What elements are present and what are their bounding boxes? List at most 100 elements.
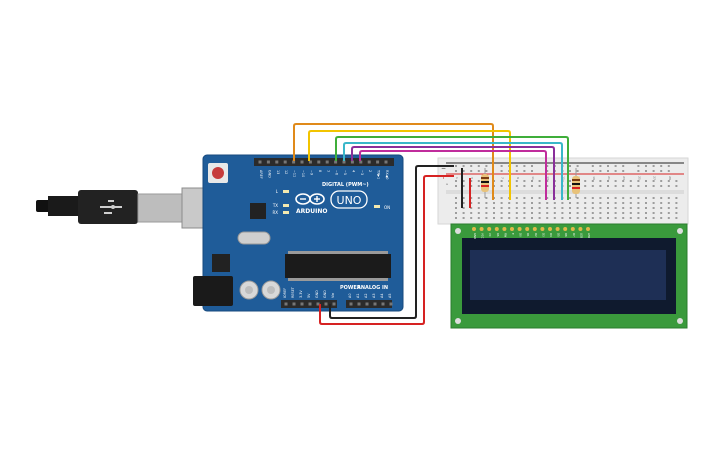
rail-hole[interactable] bbox=[645, 170, 647, 172]
bb-hole[interactable] bbox=[523, 207, 526, 209]
rail-hole[interactable] bbox=[523, 165, 526, 167]
lcd-pin[interactable] bbox=[525, 227, 530, 231]
header-pin[interactable] bbox=[284, 302, 288, 306]
bb-hole[interactable] bbox=[675, 185, 678, 187]
bb-hole[interactable] bbox=[455, 185, 457, 187]
bb-hole[interactable] bbox=[538, 185, 541, 187]
bb-hole[interactable] bbox=[477, 212, 480, 214]
bb-hole[interactable] bbox=[622, 207, 625, 209]
resistor-1[interactable] bbox=[481, 168, 489, 198]
bb-hole[interactable] bbox=[645, 180, 647, 182]
bb-hole[interactable] bbox=[523, 202, 526, 204]
bb-hole[interactable] bbox=[485, 202, 488, 204]
bb-hole[interactable] bbox=[637, 197, 640, 199]
bb-hole[interactable] bbox=[614, 197, 617, 199]
bb-hole[interactable] bbox=[546, 197, 549, 199]
rail-hole[interactable] bbox=[569, 170, 571, 172]
bb-hole[interactable] bbox=[546, 180, 549, 182]
header-pin[interactable] bbox=[308, 160, 312, 164]
bb-hole[interactable] bbox=[660, 185, 663, 187]
rail-hole[interactable] bbox=[645, 165, 647, 167]
rail-hole[interactable] bbox=[652, 165, 655, 167]
header-pin[interactable] bbox=[300, 160, 304, 164]
reset-button-icon[interactable] bbox=[208, 163, 228, 183]
rail-hole[interactable] bbox=[485, 170, 488, 172]
lcd-pin[interactable] bbox=[570, 227, 575, 231]
bb-hole[interactable] bbox=[500, 212, 503, 214]
bb-hole[interactable] bbox=[500, 180, 503, 182]
bb-hole[interactable] bbox=[675, 180, 678, 182]
bb-hole[interactable] bbox=[591, 202, 594, 204]
rail-hole[interactable] bbox=[607, 165, 609, 167]
header-pin[interactable] bbox=[384, 160, 388, 164]
rail-hole[interactable] bbox=[546, 165, 549, 167]
bb-hole[interactable] bbox=[614, 180, 617, 182]
bb-hole[interactable] bbox=[629, 202, 632, 204]
lcd-pin[interactable] bbox=[472, 227, 476, 231]
bb-hole[interactable] bbox=[538, 202, 541, 204]
bb-hole[interactable] bbox=[493, 217, 495, 219]
bb-hole[interactable] bbox=[667, 197, 670, 199]
lcd-pin[interactable] bbox=[502, 227, 507, 231]
bb-hole[interactable] bbox=[614, 202, 617, 204]
header-pin[interactable] bbox=[376, 160, 380, 164]
bb-hole[interactable] bbox=[629, 217, 632, 219]
header-pin[interactable] bbox=[389, 302, 393, 306]
bb-hole[interactable] bbox=[462, 212, 465, 214]
bb-hole[interactable] bbox=[629, 185, 632, 187]
bb-hole[interactable] bbox=[515, 180, 518, 182]
bb-hole[interactable] bbox=[569, 197, 571, 199]
bb-hole[interactable] bbox=[614, 212, 617, 214]
rail-hole[interactable] bbox=[614, 170, 617, 172]
rail-hole[interactable] bbox=[652, 170, 655, 172]
bb-hole[interactable] bbox=[652, 180, 655, 182]
bb-hole[interactable] bbox=[607, 185, 609, 187]
bb-hole[interactable] bbox=[553, 202, 556, 204]
bb-hole[interactable] bbox=[485, 207, 488, 209]
bb-hole[interactable] bbox=[660, 207, 663, 209]
bb-hole[interactable] bbox=[470, 197, 473, 199]
lcd-pin[interactable] bbox=[494, 227, 499, 231]
rail-hole[interactable] bbox=[614, 165, 617, 167]
lcd-pin[interactable] bbox=[517, 227, 522, 231]
bb-hole[interactable] bbox=[576, 202, 579, 204]
bb-hole[interactable] bbox=[515, 197, 518, 199]
bb-hole[interactable] bbox=[599, 197, 602, 199]
bb-hole[interactable] bbox=[584, 180, 587, 182]
bb-hole[interactable] bbox=[652, 185, 655, 187]
bb-hole[interactable] bbox=[531, 217, 533, 219]
bb-hole[interactable] bbox=[645, 185, 647, 187]
header-pin[interactable] bbox=[367, 160, 371, 164]
lcd-pin[interactable] bbox=[548, 227, 552, 231]
lcd-pin[interactable] bbox=[510, 227, 514, 231]
rail-hole[interactable] bbox=[477, 165, 480, 167]
bb-hole[interactable] bbox=[470, 180, 473, 182]
rail-hole[interactable] bbox=[569, 165, 571, 167]
bb-hole[interactable] bbox=[584, 217, 587, 219]
bb-hole[interactable] bbox=[523, 185, 526, 187]
bb-hole[interactable] bbox=[538, 207, 541, 209]
bb-hole[interactable] bbox=[652, 202, 655, 204]
bb-hole[interactable] bbox=[584, 207, 587, 209]
bb-hole[interactable] bbox=[561, 212, 564, 214]
bb-hole[interactable] bbox=[493, 212, 495, 214]
bb-hole[interactable] bbox=[607, 217, 609, 219]
bb-hole[interactable] bbox=[667, 180, 670, 182]
bb-hole[interactable] bbox=[569, 185, 571, 187]
bb-hole[interactable] bbox=[493, 207, 495, 209]
bb-hole[interactable] bbox=[455, 217, 457, 219]
rail-hole[interactable] bbox=[660, 165, 663, 167]
bb-hole[interactable] bbox=[675, 217, 678, 219]
bb-hole[interactable] bbox=[599, 212, 602, 214]
rail-hole[interactable] bbox=[531, 165, 533, 167]
bb-hole[interactable] bbox=[667, 217, 670, 219]
rail-hole[interactable] bbox=[591, 165, 594, 167]
bb-hole[interactable] bbox=[675, 197, 678, 199]
header-pin[interactable] bbox=[275, 160, 279, 164]
bb-hole[interactable] bbox=[584, 197, 587, 199]
bb-hole[interactable] bbox=[591, 207, 594, 209]
bb-hole[interactable] bbox=[667, 185, 670, 187]
header-pin[interactable] bbox=[308, 302, 312, 306]
bb-hole[interactable] bbox=[500, 217, 503, 219]
